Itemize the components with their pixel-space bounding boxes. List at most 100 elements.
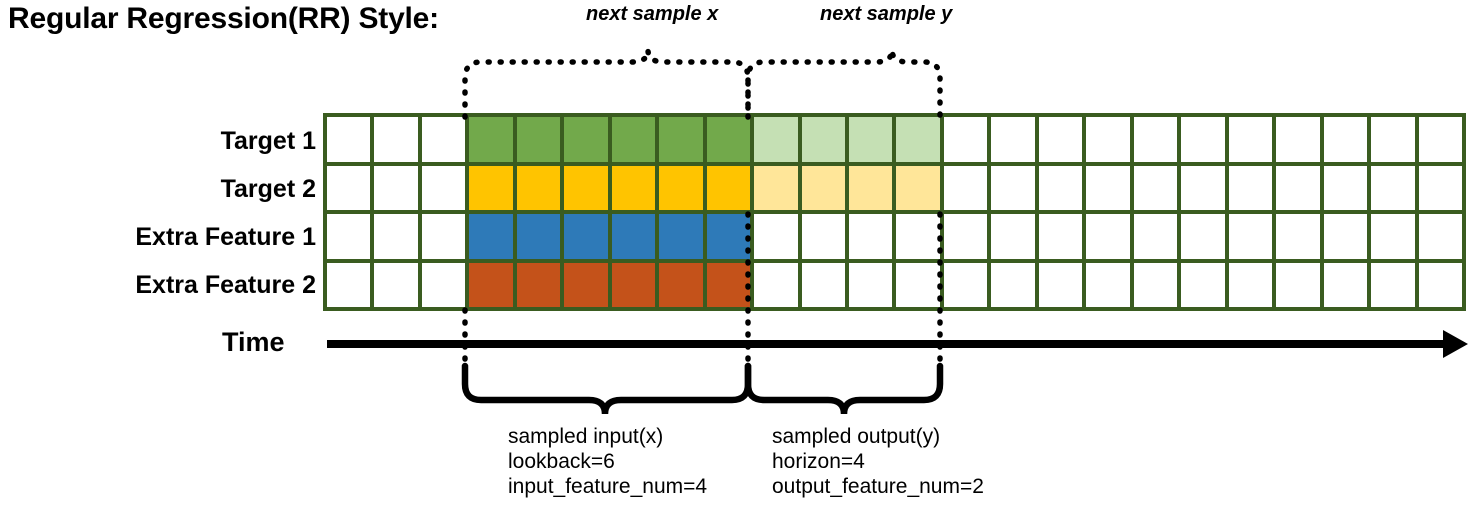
grid-cell <box>327 117 371 162</box>
grid-cell <box>659 165 703 210</box>
grid-cell <box>801 214 846 259</box>
sampled-output-line-1: sampled output(y) <box>772 425 941 448</box>
grid-cell <box>327 165 371 210</box>
grid-cell <box>1133 262 1178 307</box>
grid-cell <box>849 165 893 210</box>
grid-cell <box>516 117 561 162</box>
grid-cell <box>1086 165 1130 210</box>
grid-cell <box>469 165 513 210</box>
grid-cell <box>1133 165 1178 210</box>
grid-cell <box>801 262 846 307</box>
sampled-input-line-3: input_feature_num=4 <box>508 475 708 498</box>
grid-cell <box>706 117 751 162</box>
grid-cell <box>659 262 703 307</box>
grid-cell <box>754 165 798 210</box>
grid-cell <box>1038 262 1083 307</box>
grid-cell <box>1371 165 1415 210</box>
grid-cell <box>1323 165 1368 210</box>
brace-sampled-output-icon <box>744 362 944 415</box>
grid-cell <box>421 262 466 307</box>
grid-cell <box>516 214 561 259</box>
grid-cell <box>564 262 608 307</box>
grid-cell <box>991 165 1035 210</box>
grid-cell <box>801 117 846 162</box>
brace-sampled-input-icon <box>461 362 752 415</box>
grid-cell <box>374 214 418 259</box>
next-sample-x-label: next sample x <box>586 3 719 25</box>
grid-cell <box>611 165 656 210</box>
grid-cell <box>754 117 798 162</box>
page-title: Regular Regression(RR) Style: <box>8 2 439 35</box>
grid-cell <box>1323 262 1368 307</box>
grid-cell <box>1038 214 1083 259</box>
grid-cell <box>611 214 656 259</box>
grid-cell <box>801 165 846 210</box>
time-axis-arrowhead-icon <box>1443 330 1468 358</box>
grid-cell <box>1323 214 1368 259</box>
grid-cell <box>943 262 988 307</box>
brace-next-sample-x-icon <box>462 49 751 120</box>
grid-cell <box>1181 117 1225 162</box>
grid-cell <box>1086 214 1130 259</box>
next-sample-y-label: next sample y <box>820 3 953 25</box>
grid-cell <box>1418 117 1462 162</box>
time-axis-label: Time <box>222 327 285 357</box>
grid-cell <box>943 165 988 210</box>
grid-cell <box>896 117 940 162</box>
grid-cell <box>1181 165 1225 210</box>
grid-cell <box>1276 165 1320 210</box>
grid-cell <box>421 165 466 210</box>
grid-cell <box>564 214 608 259</box>
grid-cell <box>896 165 940 210</box>
grid-cell <box>1371 117 1415 162</box>
grid-cell <box>706 262 751 307</box>
row-label-target-2: Target 2 <box>220 175 316 203</box>
sampled-input-annotation: sampled input(x) lookback=6 input_featur… <box>508 424 707 499</box>
grid-cell <box>1228 214 1273 259</box>
grid-cell <box>469 117 513 162</box>
grid-cell <box>659 214 703 259</box>
grid-cell <box>1418 214 1462 259</box>
grid-cell <box>1133 214 1178 259</box>
sampled-input-line-1: sampled input(x) <box>508 425 664 448</box>
grid-cell <box>469 262 513 307</box>
grid-cell <box>849 214 893 259</box>
grid-cell <box>374 117 418 162</box>
grid-cell <box>1276 262 1320 307</box>
brace-next-sample-y-icon <box>745 49 943 120</box>
grid-cell <box>327 262 371 307</box>
grid-cell <box>1038 165 1083 210</box>
grid-cell <box>469 214 513 259</box>
grid-cell <box>1038 117 1083 162</box>
grid-cell <box>849 262 893 307</box>
grid-cell <box>991 214 1035 259</box>
grid-cell <box>1371 214 1415 259</box>
grid-cell <box>849 117 893 162</box>
grid-cell <box>754 214 798 259</box>
timeseries-grid <box>323 113 1466 311</box>
grid-cell <box>564 165 608 210</box>
grid-cell <box>374 165 418 210</box>
grid-cell <box>896 262 940 307</box>
grid-cell <box>1133 117 1178 162</box>
grid-cell <box>943 214 988 259</box>
grid-cell <box>1228 262 1273 307</box>
grid-cell <box>896 214 940 259</box>
grid-cell <box>943 117 988 162</box>
row-label-extra-feature-1: Extra Feature 1 <box>135 223 316 251</box>
grid-cell <box>1086 262 1130 307</box>
grid-cell <box>516 262 561 307</box>
grid-cell <box>1181 214 1225 259</box>
grid-cell <box>1418 262 1462 307</box>
sampled-input-line-2: lookback=6 <box>508 450 615 473</box>
grid-cell <box>754 262 798 307</box>
row-label-extra-feature-2: Extra Feature 2 <box>135 271 316 299</box>
grid-cell <box>1371 262 1415 307</box>
grid-cell <box>1086 117 1130 162</box>
grid-cell <box>1276 214 1320 259</box>
sampled-output-annotation: sampled output(y) horizon=4 output_featu… <box>772 424 984 499</box>
grid-cell <box>1276 117 1320 162</box>
grid-cell <box>1228 165 1273 210</box>
grid-cell <box>1228 117 1273 162</box>
